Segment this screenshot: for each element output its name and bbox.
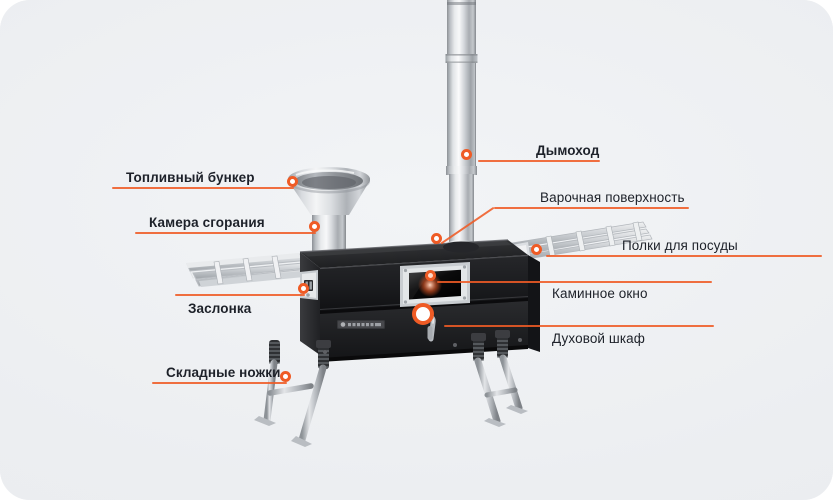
callout-dot-chimney[interactable] bbox=[460, 148, 472, 160]
callout-rule-folding-legs bbox=[152, 382, 287, 384]
callout-label-cookware-shelves: Полки для посуды bbox=[622, 238, 738, 253]
callout-dot-combustion-chamber[interactable] bbox=[308, 220, 320, 232]
callout-label-fireplace-window: Каминное окно bbox=[552, 286, 648, 301]
stove-cooktop bbox=[299, 239, 528, 268]
callout-leader-cooktop bbox=[440, 207, 495, 245]
fuel-hopper-funnel bbox=[288, 167, 370, 273]
callout-rule-combustion-chamber bbox=[135, 232, 316, 234]
callout-rule-cooktop bbox=[494, 207, 689, 209]
leg-brackets bbox=[316, 330, 510, 348]
brand-plate bbox=[337, 320, 385, 329]
callout-dot-fireplace-window[interactable] bbox=[424, 269, 436, 281]
callout-rule-damper bbox=[175, 294, 305, 296]
callout-rule-chimney bbox=[478, 160, 600, 162]
callout-label-folding-legs: Складные ножки bbox=[166, 365, 281, 380]
folding-legs bbox=[254, 334, 528, 447]
callout-rule-oven bbox=[444, 325, 714, 327]
callout-label-damper: Заслонка bbox=[188, 301, 252, 316]
callout-label-chimney: Дымоход bbox=[536, 143, 600, 158]
callout-label-oven: Духовой шкаф bbox=[552, 331, 645, 346]
callout-dot-damper[interactable] bbox=[297, 282, 309, 294]
callout-rule-fuel-hopper bbox=[112, 187, 294, 189]
callout-rule-cookware-shelves bbox=[546, 255, 822, 257]
fireplace-window bbox=[400, 262, 470, 307]
callout-rule-fireplace-window bbox=[437, 281, 712, 283]
callout-dot-oven[interactable] bbox=[412, 303, 434, 325]
callout-dot-fuel-hopper[interactable] bbox=[286, 175, 298, 187]
callout-label-cooktop: Варочная поверхность bbox=[540, 190, 685, 205]
callout-dot-folding-legs[interactable] bbox=[279, 370, 291, 382]
callout-label-fuel-hopper: Топливный бункер bbox=[126, 170, 255, 185]
callout-dot-cooktop[interactable] bbox=[430, 232, 442, 244]
callout-label-combustion-chamber: Камера сгорания bbox=[149, 215, 265, 230]
callout-dot-cookware-shelves[interactable] bbox=[530, 243, 542, 255]
body-bottom-rivets bbox=[323, 338, 522, 354]
